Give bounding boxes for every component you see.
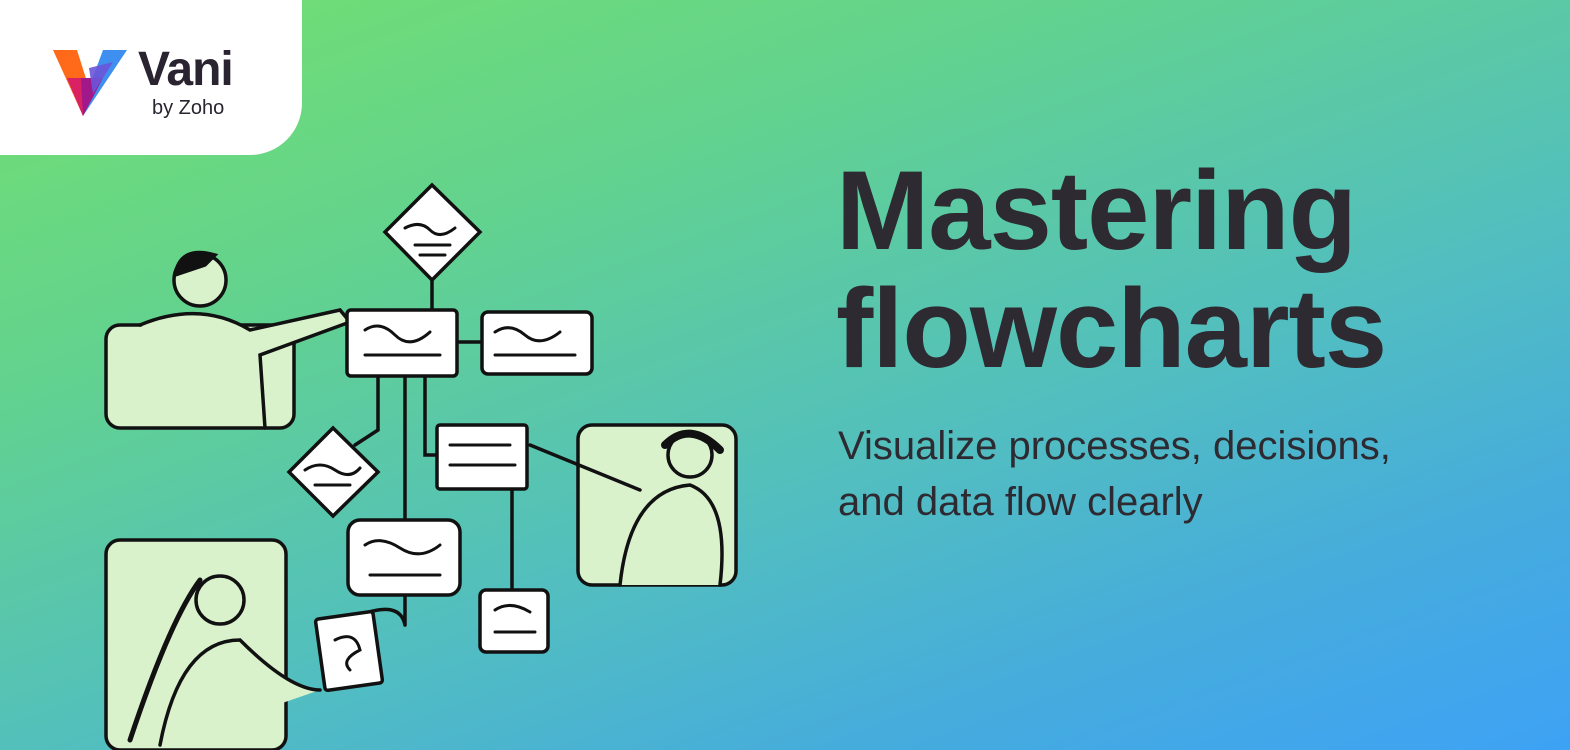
process-box-1 — [345, 308, 459, 378]
subtitle: Visualize processes, decisions, and data… — [838, 418, 1391, 530]
process-box-2 — [480, 310, 594, 376]
decision-diamond-2 — [286, 425, 381, 519]
subtitle-line-1: Visualize processes, decisions, — [838, 424, 1391, 468]
subtitle-line-2: and data flow clearly — [838, 480, 1203, 524]
process-box-3 — [435, 423, 529, 491]
vani-logo-icon — [53, 50, 127, 116]
page-title: Mastering flowcharts — [836, 148, 1387, 391]
flowchart-illustration — [104, 182, 738, 750]
title-line-2: flowcharts — [836, 266, 1387, 391]
held-card — [313, 609, 385, 693]
scribble-labels — [303, 223, 577, 672]
logo-byline: by Zoho — [152, 97, 225, 119]
title-line-1: Mastering — [836, 148, 1357, 273]
logo-name: Vani — [138, 43, 234, 96]
connector-lines — [353, 273, 514, 627]
person-2 — [528, 429, 724, 587]
process-box-5 — [478, 588, 550, 654]
logo-card[interactable]: Vani by Zoho — [0, 0, 302, 155]
person-3 — [127, 574, 322, 747]
process-box-4 — [346, 518, 462, 597]
person-1 — [138, 250, 353, 430]
